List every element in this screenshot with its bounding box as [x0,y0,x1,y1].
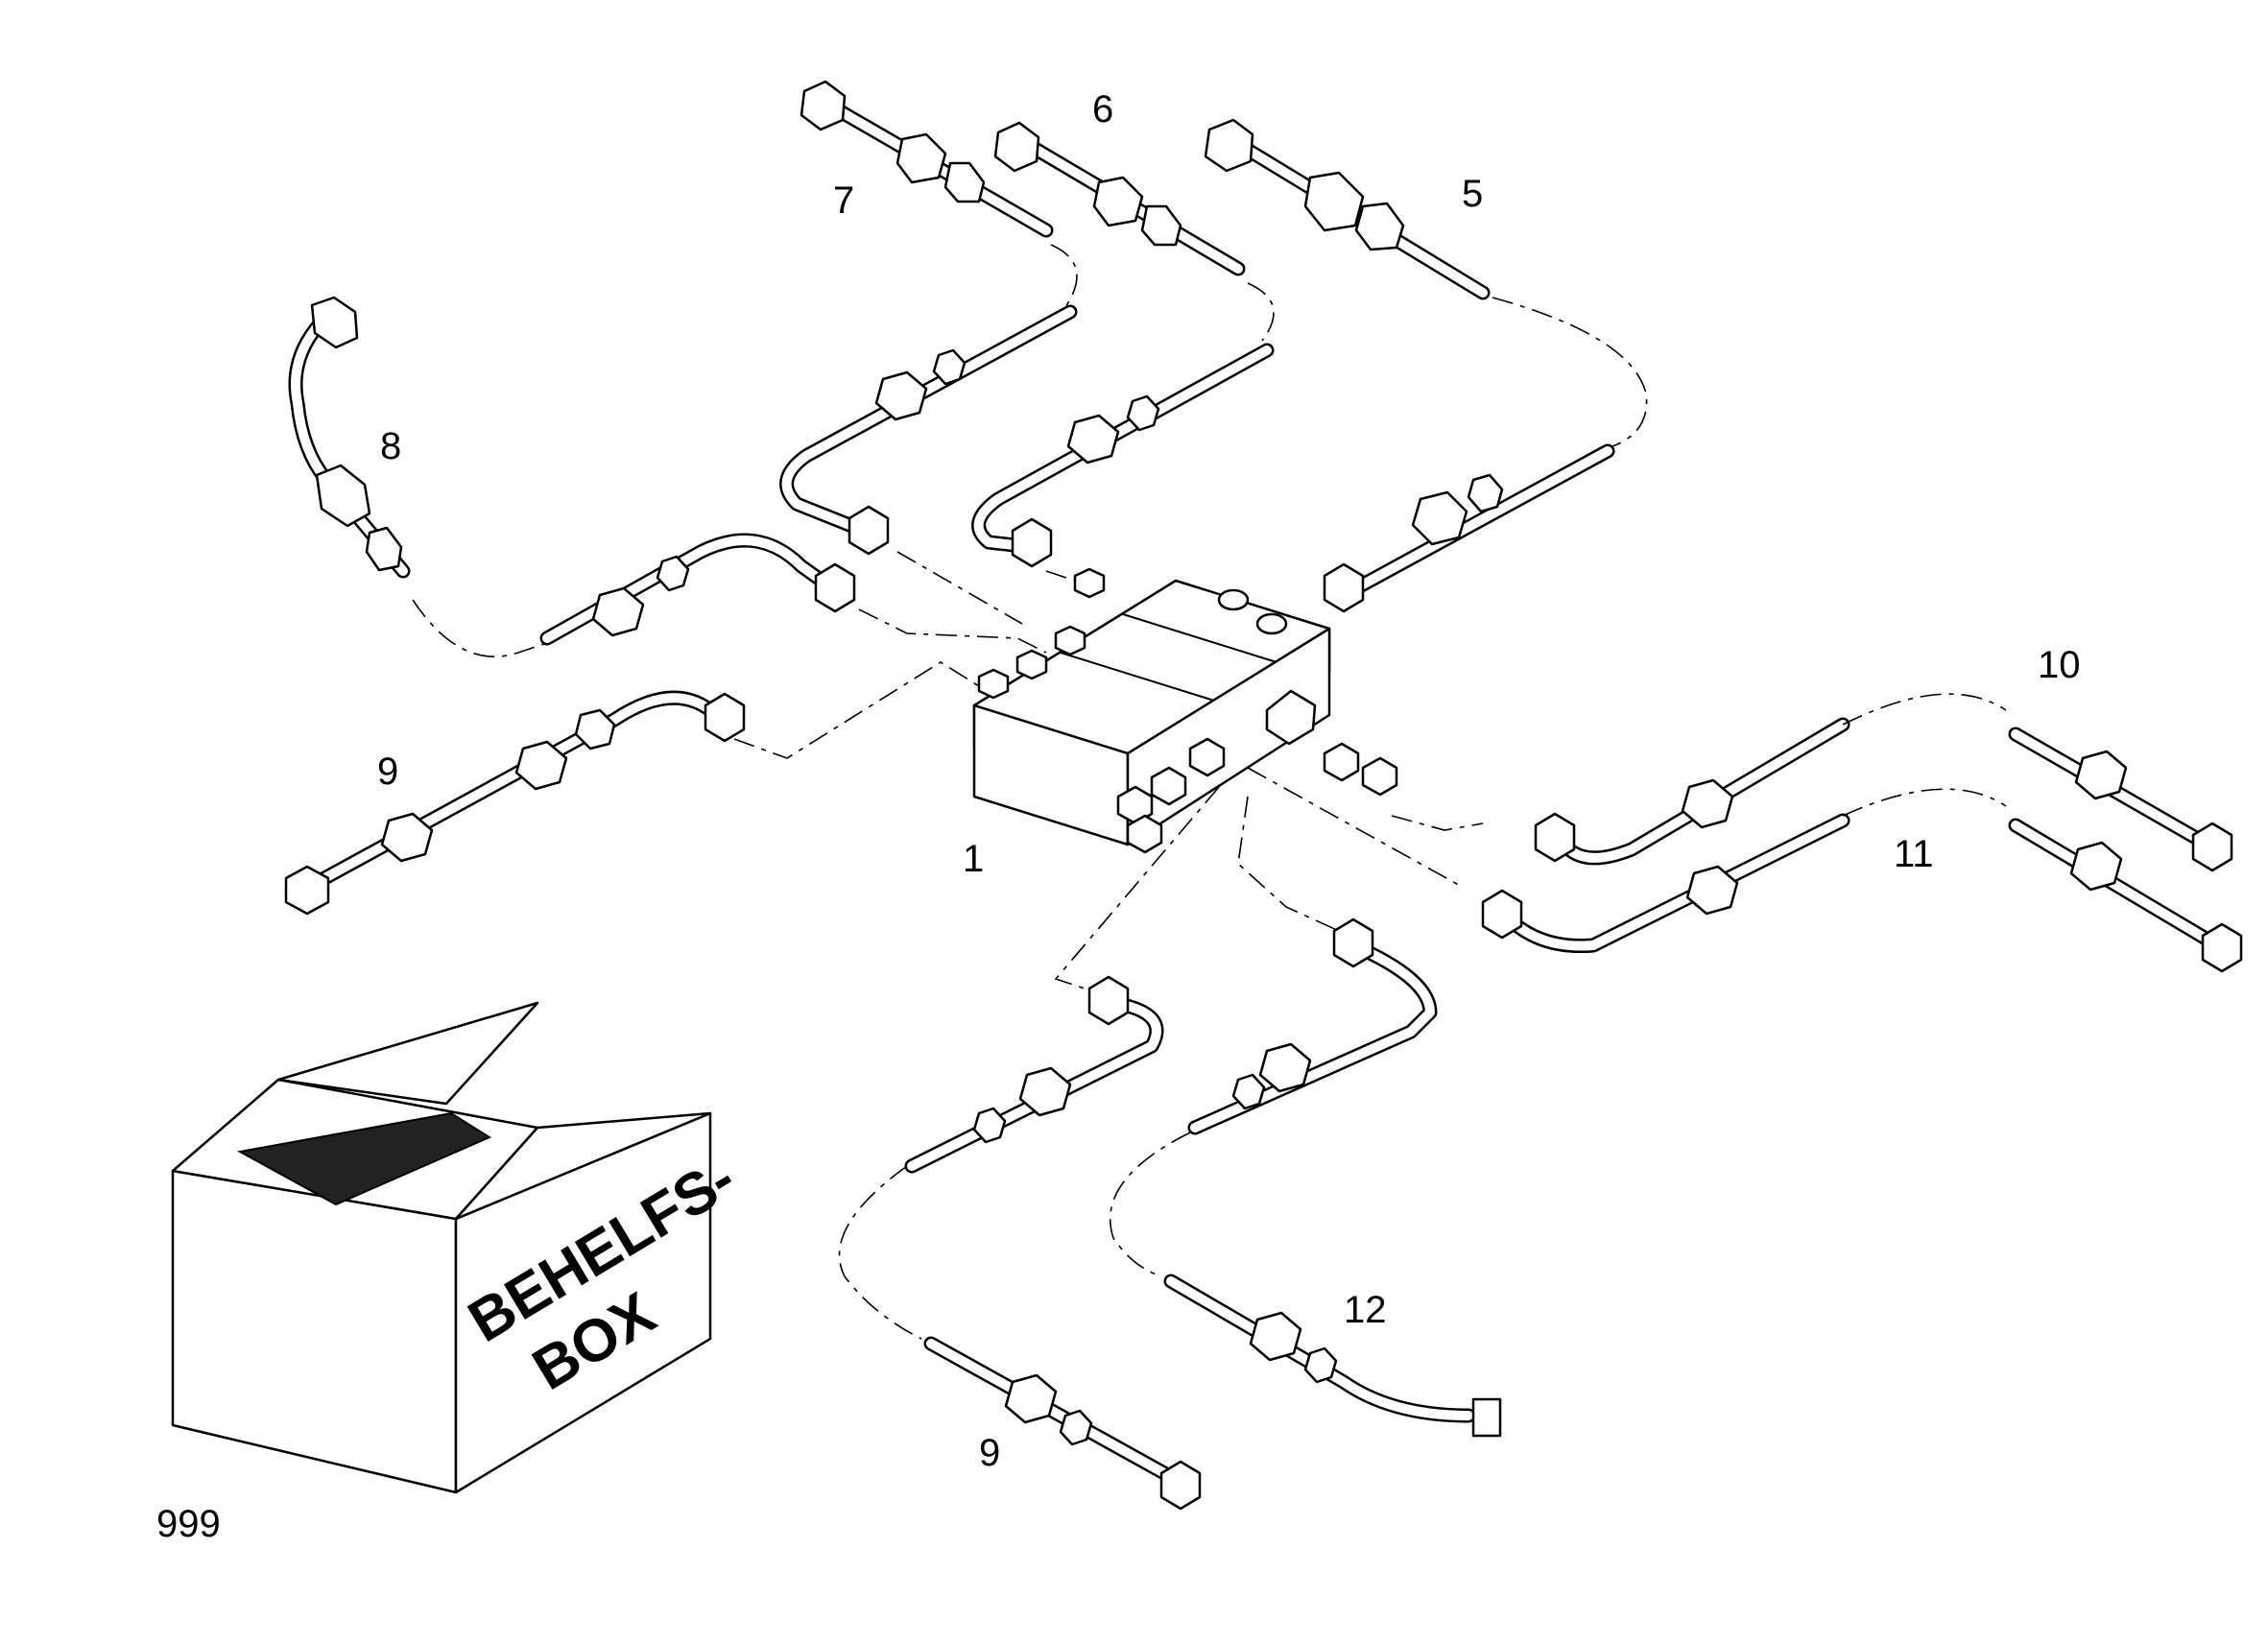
fitting-8-top [310,296,403,572]
tube-lines [288,98,2225,1495]
fitting-10 [1534,750,2233,872]
fitting-9-bottom [972,975,1202,1511]
fitting-6-lower [1011,394,1160,568]
fitting-9-left [284,692,746,916]
callout-1: 1 [963,838,984,880]
fitting-7-lower [848,348,967,556]
callout-11: 11 [1894,833,1934,875]
callout-8: 8 [380,425,401,467]
callout-7: 7 [833,179,854,222]
manifold-block [972,567,1398,854]
callout-6: 6 [1092,88,1113,131]
callout-999: 999 [156,1503,221,1545]
callout-9-bottom: 9 [979,1432,1000,1474]
callout-5: 5 [1462,173,1483,215]
fitting-11 [1481,841,2243,973]
fitting-8-lower [591,555,856,637]
fitting-5-lower [1323,473,1504,613]
fitting-6-top [993,121,1182,247]
behelfs-box: BEHELFS- BOX [171,1001,747,1494]
fitting-5-top [1204,118,1405,251]
box-stripe [237,1111,492,1206]
fitting-12 [1231,917,1502,1438]
callout-12: 12 [1344,1289,1387,1331]
callout-labels: 1 5 6 7 8 9 9 10 11 12 999 [156,88,2081,1545]
callout-10: 10 [2038,644,2081,686]
fitting-7-top [800,80,986,203]
dashed-connection-lines [412,244,2007,1340]
callout-9-left: 9 [377,751,398,793]
fittings [284,80,2243,1511]
